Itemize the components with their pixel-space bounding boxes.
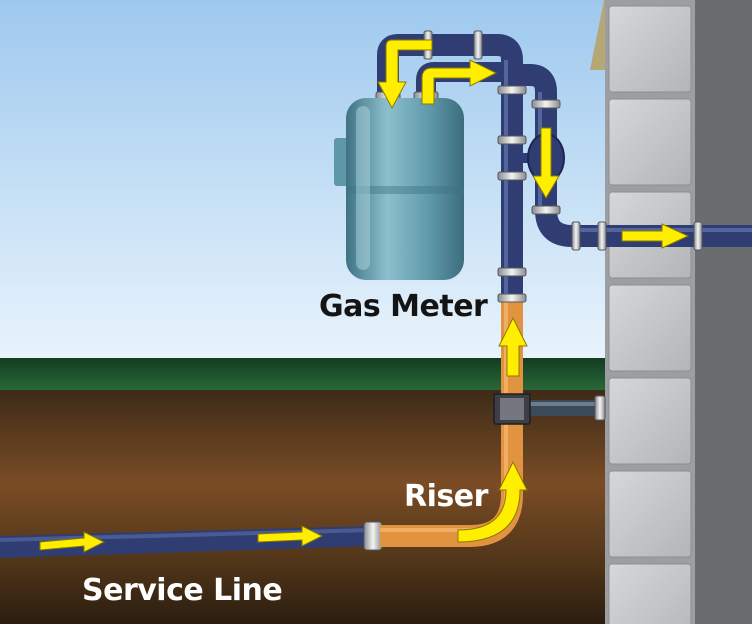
flow-arrow-icon: [39, 531, 106, 553]
wall-block: [608, 98, 692, 186]
service-line-label: Service Line: [82, 573, 282, 608]
wall-blocks: [608, 5, 692, 624]
flow-arrow-icon: [532, 127, 560, 199]
wall-block: [608, 284, 692, 372]
wall-block: [608, 470, 692, 558]
house-shadow: [690, 0, 752, 624]
flow-arrow-icon: [621, 223, 690, 249]
grass-strip: [0, 358, 620, 392]
flow-arrow-icon: [257, 525, 324, 547]
meter-dial-stub: [334, 138, 348, 186]
wall-block: [608, 563, 692, 624]
flow-arrows: [39, 39, 690, 553]
gas-meter-icon: [334, 98, 464, 280]
riser-label: Riser: [404, 479, 489, 514]
gas-meter-label: Gas Meter: [319, 289, 488, 324]
flow-arrow-icon: [377, 39, 433, 110]
meter-body: [346, 98, 464, 280]
flow-arrow-icon: [421, 59, 498, 105]
flow-arrow-icon: [498, 316, 528, 377]
wall-block: [608, 377, 692, 465]
riser-bracket: [493, 393, 606, 425]
flow-arrow-icon: [457, 460, 528, 543]
coupling: [363, 521, 383, 551]
house-wall-icon: [590, 0, 752, 624]
wall-block: [608, 5, 692, 93]
